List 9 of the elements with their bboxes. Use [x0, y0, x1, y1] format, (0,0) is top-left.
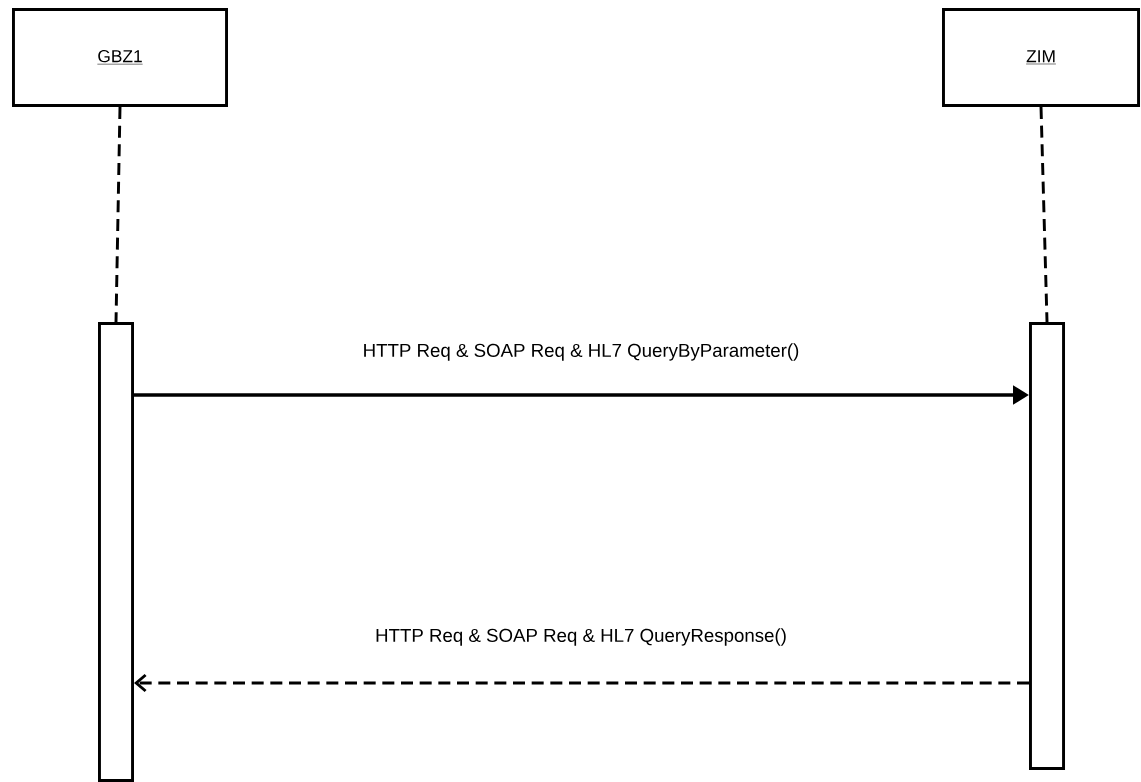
- participant-box: GBZ1: [12, 8, 228, 107]
- lifeline: [1039, 106, 1049, 323]
- lifeline: [114, 106, 122, 323]
- edge-label: HTTP Req & SOAP Req & HL7 QueryResponse(): [376, 628, 786, 646]
- activation-bar: [98, 322, 134, 782]
- activation-bar: [1029, 322, 1065, 770]
- participant-box: ZIM: [942, 8, 1140, 107]
- edge-label: HTTP Req & SOAP Req & HL7 QueryByParameter(): [364, 343, 799, 361]
- message-arrow: [134, 673, 1029, 693]
